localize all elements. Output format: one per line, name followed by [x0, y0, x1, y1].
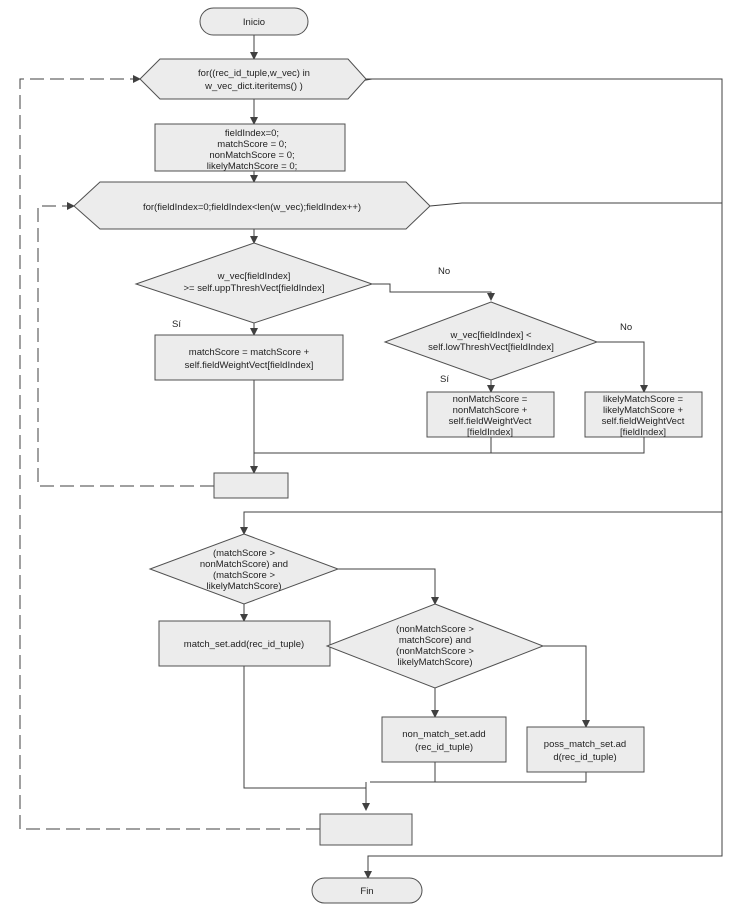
add-nonmatch-text-2: nonMatchScore + [453, 405, 528, 416]
edge-outer-back [19, 75, 320, 830]
cond-nonmatch-text-1: (nonMatchScore > [396, 624, 474, 635]
add-likely-text-3: self.fieldWeightVect [602, 416, 685, 427]
cond-low-node: w_vec[fieldIndex] < self.lowThreshVect[f… [383, 301, 599, 381]
cond-low-text-1: w_vec[fieldIndex] < [449, 330, 532, 341]
nonmatch-set-node: non_match_set.add (rec_id_tuple) [381, 716, 507, 763]
edge-condupp-condlow [372, 283, 495, 301]
poss-set-text-1: poss_match_set.ad [544, 739, 626, 750]
cond-upp-text-1: w_vec[fieldIndex] [217, 271, 291, 282]
inner-loop-node: for(fieldIndex=0;fieldIndex<len(w_vec);f… [73, 181, 431, 230]
label-no-upp: No [438, 266, 450, 277]
cond-match-text-3: (matchScore > [213, 570, 275, 581]
outer-loop-node: for((rec_id_tuple,w_vec) in w_vec_dict.i… [139, 58, 367, 100]
cond-nonmatch-text-4: likelyMatchScore) [398, 657, 473, 668]
cond-match-text-4: likelyMatchScore) [207, 581, 282, 592]
start-node: Inicio [199, 7, 309, 36]
cond-upp-node: w_vec[fieldIndex] >= self.uppThreshVect[… [134, 242, 374, 324]
init-text-4: likelyMatchScore = 0; [207, 161, 298, 172]
add-likely-text-1: likelyMatchScore = [603, 394, 683, 405]
add-nonmatch-node: nonMatchScore = nonMatchScore + self.fie… [426, 391, 555, 438]
add-likely-text-2: likelyMatchScore + [603, 405, 683, 416]
edge-likely-join [491, 437, 645, 454]
add-nonmatch-text-1: nonMatchScore = [453, 394, 528, 405]
match-set-text: match_set.add(rec_id_tuple) [184, 639, 304, 650]
cond-match-text-2: nonMatchScore) and [200, 559, 288, 570]
init-text-1: fieldIndex=0; [225, 128, 279, 139]
outer-end-node [319, 813, 413, 846]
add-match-text-1: matchScore = matchScore + [189, 347, 310, 358]
cond-low-text-2: self.lowThreshVect[fieldIndex] [428, 342, 554, 353]
cond-upp-text-2: >= self.uppThreshVect[fieldIndex] [183, 283, 324, 294]
init-text-3: nonMatchScore = 0; [209, 150, 294, 161]
cond-match-node: (matchScore > nonMatchScore) and (matchS… [148, 533, 340, 605]
edge-condnonmatch-possset [543, 645, 590, 728]
edge-outer-exit [364, 78, 723, 879]
inner-loop-text: for(fieldIndex=0;fieldIndex<len(w_vec);f… [143, 202, 361, 213]
start-text: Inicio [243, 17, 265, 28]
inner-end-node [213, 472, 289, 499]
connectors [19, 35, 723, 879]
outer-loop-text-1: for((rec_id_tuple,w_vec) in [198, 68, 310, 79]
cond-match-text-1: (matchScore > [213, 548, 275, 559]
outer-loop-text-2: w_vec_dict.iteritems() ) [204, 81, 303, 92]
end-text: Fin [360, 886, 373, 897]
add-match-node: matchScore = matchScore + self.fieldWeig… [154, 334, 344, 381]
match-set-node: match_set.add(rec_id_tuple) [158, 620, 331, 667]
edge-inner-back [37, 202, 214, 487]
label-no-low: No [620, 322, 632, 333]
poss-set-text-2: d(rec_id_tuple) [553, 752, 616, 763]
cond-nonmatch-node: (nonMatchScore > matchScore) and (nonMat… [325, 603, 545, 689]
add-match-text-2: self.fieldWeightVect[fieldIndex] [185, 360, 314, 371]
label-si-upp: Sí [172, 319, 181, 330]
cond-nonmatch-text-2: matchScore) and [399, 635, 471, 646]
cond-nonmatch-text-3: (nonMatchScore > [396, 646, 474, 657]
add-likely-text-4: [fieldIndex] [620, 427, 666, 438]
edge-nonmatchset-join [370, 762, 436, 783]
end-node: Fin [311, 877, 423, 904]
edge-condmatch-condnonmatch [338, 568, 439, 605]
add-nonmatch-text-4: [fieldIndex] [467, 427, 513, 438]
nonmatch-set-text-2: (rec_id_tuple) [415, 742, 473, 753]
edge-possset-join [435, 772, 587, 783]
edge-matchset-join [243, 666, 366, 789]
add-nonmatch-text-3: self.fieldWeightVect [449, 416, 532, 427]
label-si-low: Sí [440, 374, 449, 385]
edge-condlow-likely [597, 341, 648, 393]
init-text-2: matchScore = 0; [217, 139, 286, 150]
nonmatch-set-text-1: non_match_set.add [402, 729, 485, 740]
poss-set-node: poss_match_set.ad d(rec_id_tuple) [526, 726, 645, 773]
edge-nonmatch-join [254, 437, 492, 454]
init-node: fieldIndex=0; matchScore = 0; nonMatchSc… [154, 123, 346, 172]
add-likely-node: likelyMatchScore = likelyMatchScore + se… [584, 391, 703, 438]
